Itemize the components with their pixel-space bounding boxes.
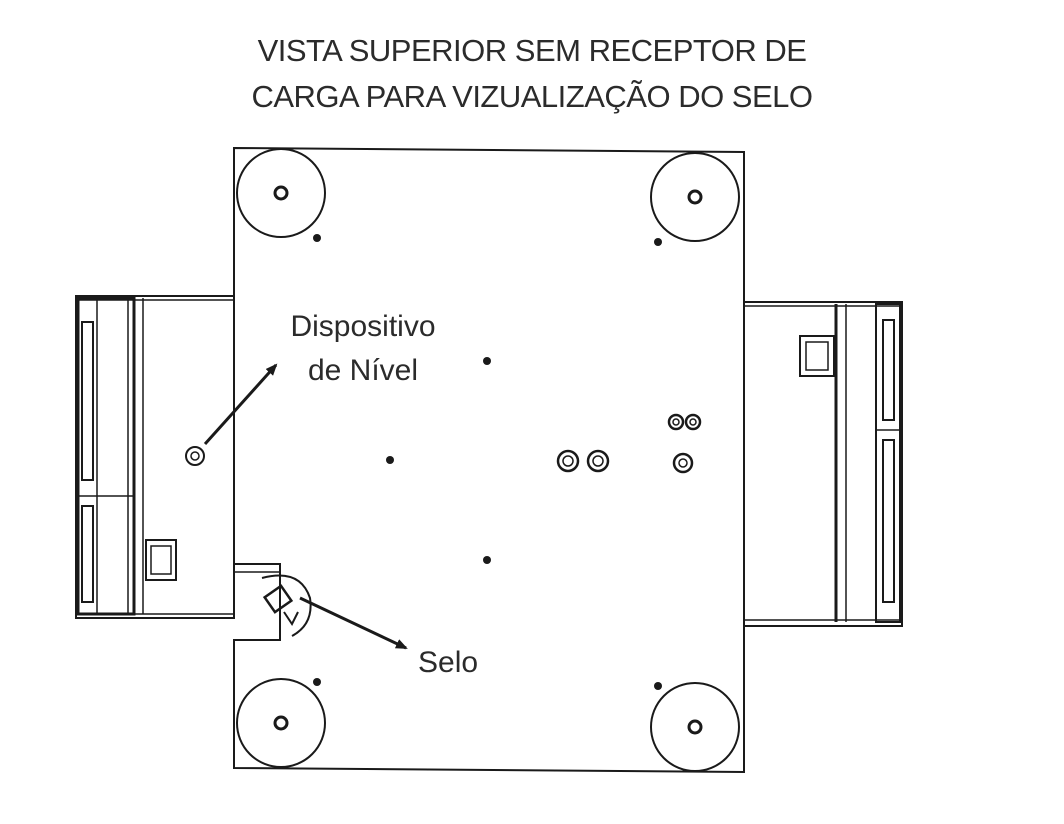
screw-holes: [313, 234, 662, 690]
level-device-arrow: [203, 363, 278, 446]
level-device-label-line-2: de Nível: [308, 354, 418, 387]
seal-label: Selo: [418, 646, 478, 679]
left-side-module: [75, 295, 235, 619]
level-device: [185, 446, 205, 466]
title-line-2: CARGA PARA VIZUALIZAÇÃO DO SELO: [251, 79, 813, 114]
corner-foot-bottom-right: [650, 682, 740, 772]
seal-arrow: [299, 596, 408, 650]
seal-component: [261, 574, 312, 637]
corner-foot-bottom-left: [236, 678, 326, 768]
corner-foot-top-right: [650, 152, 740, 242]
base-plate: [233, 146, 745, 774]
center-connectors: [556, 449, 610, 473]
diagram-title: VISTA SUPERIOR SEM RECEPTOR DE CARGA PAR…: [0, 28, 1064, 120]
right-connectors: [667, 413, 702, 474]
corner-foot-top-left: [236, 148, 326, 238]
right-side-module: [743, 301, 903, 627]
title-line-1: VISTA SUPERIOR SEM RECEPTOR DE: [257, 33, 807, 68]
level-device-label-line-1: Dispositivo: [290, 310, 435, 343]
